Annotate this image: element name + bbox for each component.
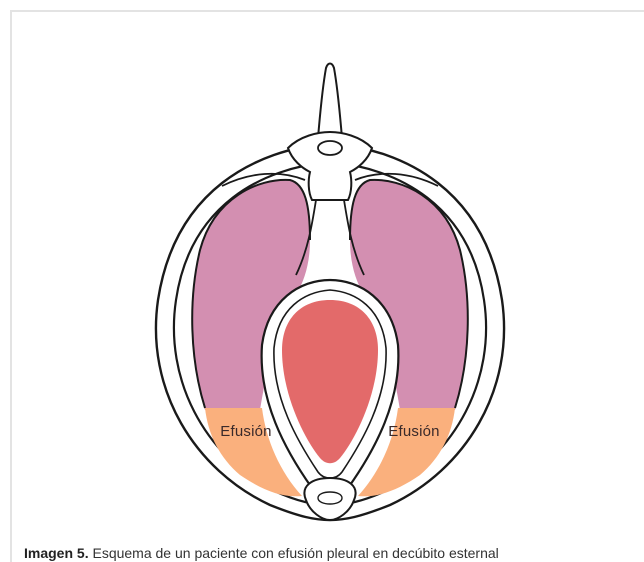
effusion-label-right: Efusión xyxy=(388,423,439,440)
sternum-marrow xyxy=(318,492,342,504)
effusion-label-left: Efusión xyxy=(220,423,271,440)
figure-caption: Imagen 5. Esquema de un paciente con efu… xyxy=(24,544,644,562)
spinous-process xyxy=(318,64,342,139)
spinal-canal xyxy=(318,141,342,155)
pleural-effusion-diagram: Efusión Efusión xyxy=(0,0,644,545)
caption-text: Esquema de un paciente con efusión pleur… xyxy=(89,545,499,561)
caption-label: Imagen 5. xyxy=(24,545,89,561)
